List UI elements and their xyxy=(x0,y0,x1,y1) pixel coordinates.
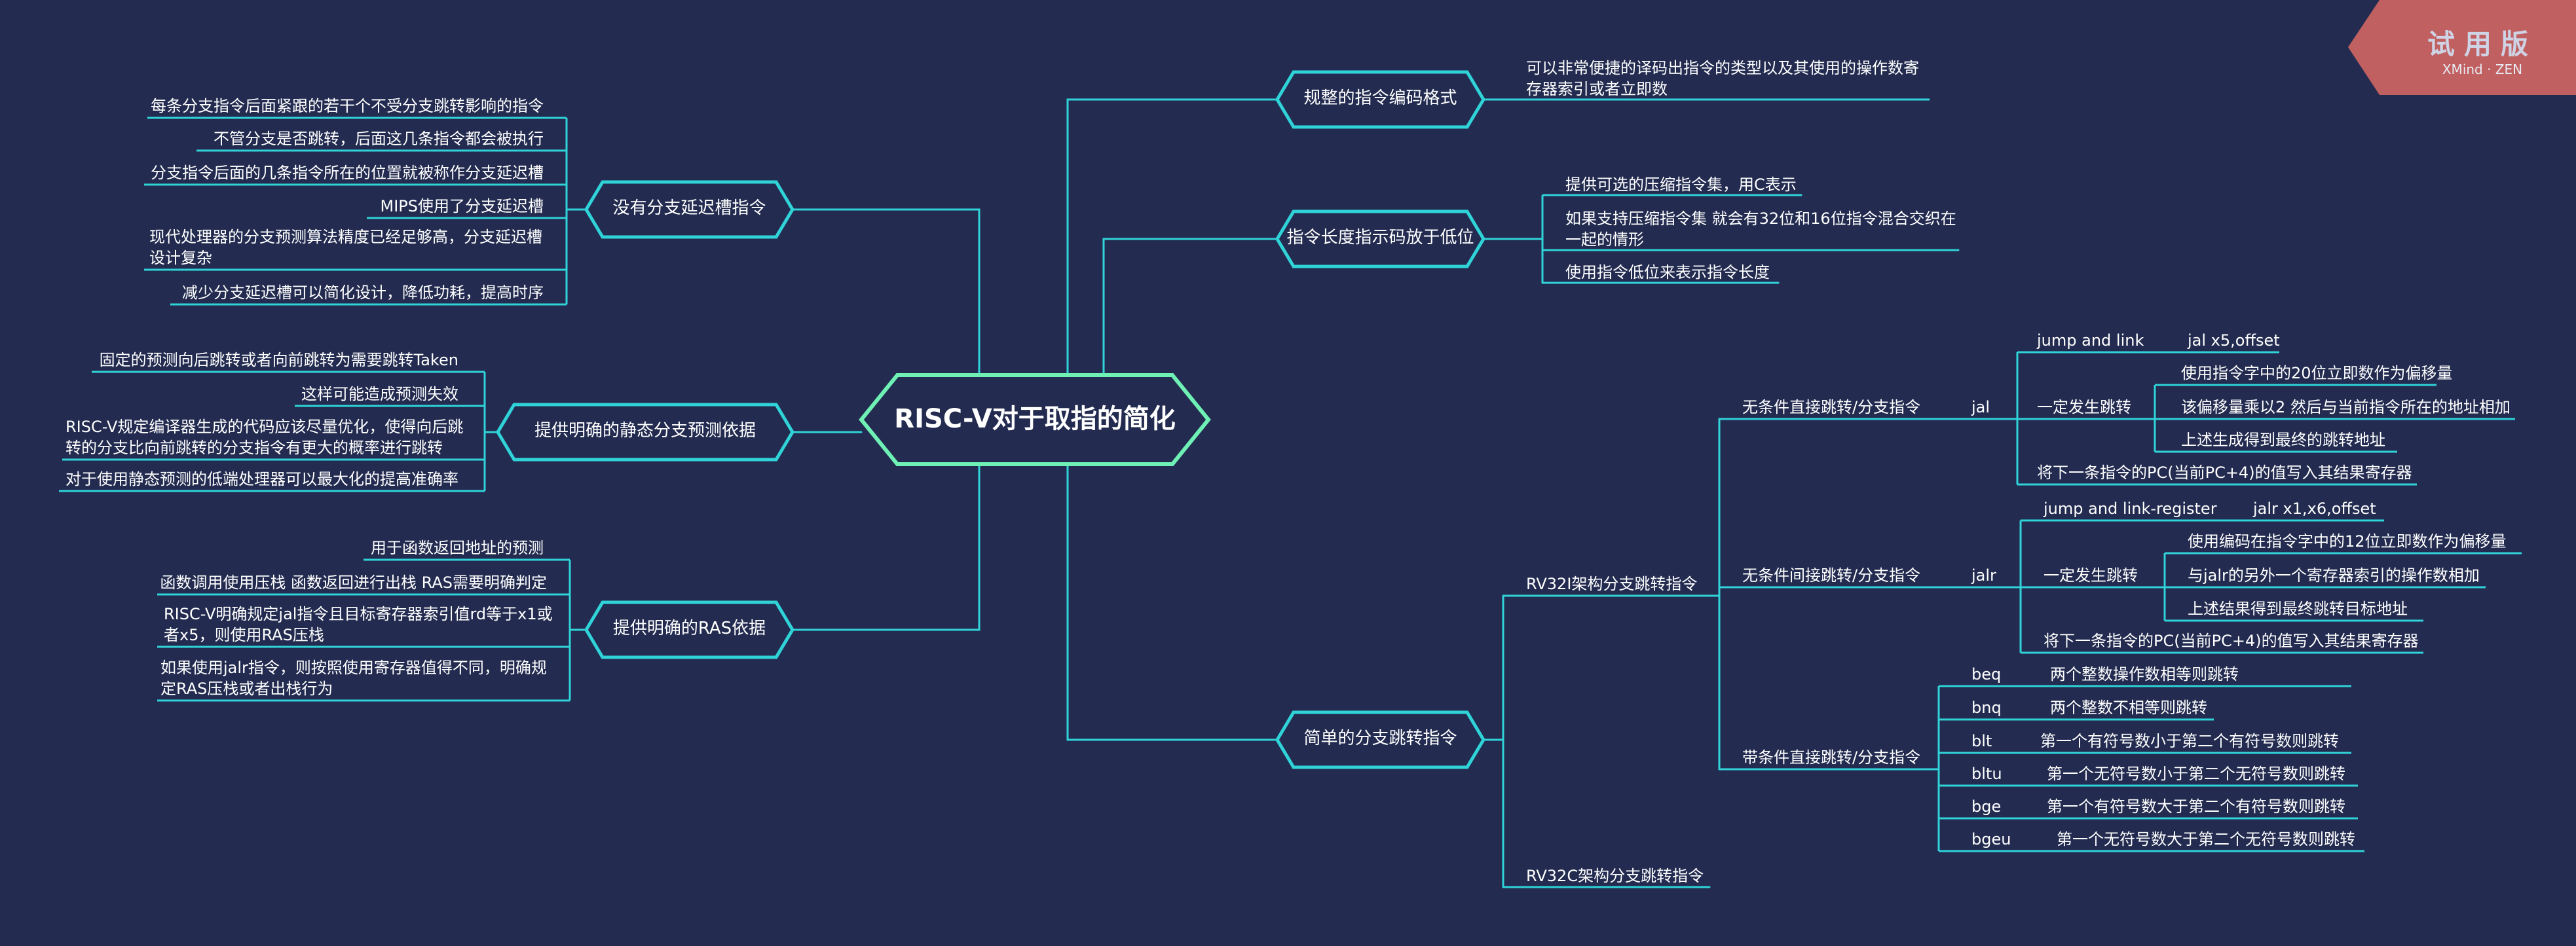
branch-op-bgeu[interactable]: bgeu xyxy=(1971,830,2011,848)
topic-simple-branch[interactable]: 简单的分支跳转指令 xyxy=(1303,729,1457,748)
format-note[interactable]: 可以非常便捷的译码出指令的类型以及其使用的操作数寄存器索引或者立即数 xyxy=(1526,59,1919,98)
jalr-node[interactable]: jalr xyxy=(1971,566,1996,585)
jalr-step-3[interactable]: 上述结果得到最终跳转目标地址 xyxy=(2188,600,2408,618)
jal-step-1[interactable]: 使用指令字中的20位立即数作为偏移量 xyxy=(2181,364,2453,382)
uncond-direct-node[interactable]: 无条件直接跳转/分支指令 xyxy=(1742,398,1921,416)
topic-no-delay[interactable]: 没有分支延迟槽指令 xyxy=(612,198,766,218)
topic-shape-length xyxy=(1275,209,1485,268)
static-note-2[interactable]: 这样可能造成预测失效 xyxy=(301,385,458,403)
jalr-step-2[interactable]: 与jalr的另外一个寄存器索引的操作数相加 xyxy=(2188,566,2480,585)
branch-desc-bnq[interactable]: 两个整数不相等则跳转 xyxy=(2050,699,2207,717)
topic-shape-static-pred xyxy=(496,403,794,462)
topic-shape-format xyxy=(1275,70,1485,129)
jal-step-3[interactable]: 上述生成得到最终的跳转地址 xyxy=(2181,431,2385,449)
ras-note-1[interactable]: 用于函数返回地址的预测 xyxy=(371,539,544,557)
uncond-indirect-node[interactable]: 无条件间接跳转/分支指令 xyxy=(1742,566,1921,585)
branch-op-bltu[interactable]: bltu xyxy=(1971,765,2002,783)
jal-link[interactable]: jump and link xyxy=(2037,331,2144,350)
jalr-link-example[interactable]: jalr x1,x6,offset xyxy=(2253,500,2376,518)
topic-format[interactable]: 规整的指令编码格式 xyxy=(1303,88,1457,108)
branch-op-bge[interactable]: bge xyxy=(1971,797,2002,816)
jal-link-example[interactable]: jal x5,offset xyxy=(2188,331,2280,350)
no-delay-note-4[interactable]: MIPS使用了分支延迟槽 xyxy=(380,197,544,215)
topic-shape-ras xyxy=(584,600,794,659)
no-delay-note-2[interactable]: 不管分支是否跳转，后面这几条指令都会被执行 xyxy=(214,130,544,148)
jalr-link[interactable]: jump and link-register xyxy=(2044,500,2217,518)
topic-shape-no-delay xyxy=(584,180,794,239)
jal-writeback[interactable]: 将下一条指令的PC(当前PC+4)的值写入其结果寄存器 xyxy=(2037,464,2412,482)
rv32i-node[interactable]: RV32I架构分支跳转指令 xyxy=(1526,575,1698,593)
jalr-writeback[interactable]: 将下一条指令的PC(当前PC+4)的值写入其结果寄存器 xyxy=(2044,632,2419,650)
branch-op-beq[interactable]: beq xyxy=(1971,665,2002,683)
cond-direct-node[interactable]: 带条件直接跳转/分支指令 xyxy=(1742,748,1921,767)
jal-step-2[interactable]: 该偏移量乘以2 然后与当前指令所在的地址相加 xyxy=(2181,398,2511,416)
ras-note-4[interactable]: 如果使用jalr指令，则按照使用寄存器值得不同，明确规定RAS压栈或者出栈行为 xyxy=(160,659,547,698)
jalr-step-1[interactable]: 使用编码在指令字中的12位立即数作为偏移量 xyxy=(2188,532,2507,551)
rv32c-node[interactable]: RV32C架构分支跳转指令 xyxy=(1526,867,1704,885)
ras-note-3[interactable]: RISC-V明确规定jal指令且目标寄存器索引值rd等于x1或者x5，则使用RA… xyxy=(164,605,553,644)
branch-op-bnq[interactable]: bnq xyxy=(1971,699,2002,717)
branch-desc-blt[interactable]: 第一个有符号数小于第二个有符号数则跳转 xyxy=(2040,732,2339,750)
static-note-4[interactable]: 对于使用静态预测的低端处理器可以最大化的提高准确率 xyxy=(65,470,458,488)
watermark-badge xyxy=(2348,0,2576,95)
topic-length[interactable]: 指令长度指示码放于低位 xyxy=(1286,228,1474,247)
branch-desc-bltu[interactable]: 第一个无符号数小于第二个无符号数则跳转 xyxy=(2047,765,2345,783)
central-topic[interactable]: RISC-V对于取指的简化 xyxy=(894,404,1176,434)
ras-note-2[interactable]: 函数调用使用压栈 函数返回进行出栈 RAS需要明确判定 xyxy=(160,573,547,592)
jal-always[interactable]: 一定发生跳转 xyxy=(2037,398,2131,416)
jal-node[interactable]: jal xyxy=(1971,398,1990,416)
length-note-2[interactable]: 如果支持压缩指令集 就会有32位和16位指令混合交织在一起的情形 xyxy=(1565,209,1956,249)
branch-desc-bgeu[interactable]: 第一个无符号数大于第二个无符号数则跳转 xyxy=(2057,830,2355,848)
no-delay-note-1[interactable]: 每条分支指令后面紧跟的若干个不受分支跳转影响的指令 xyxy=(151,97,544,115)
topic-ras[interactable]: 提供明确的RAS依据 xyxy=(612,619,766,638)
jalr-always[interactable]: 一定发生跳转 xyxy=(2044,566,2138,585)
watermark-title: 试用版 xyxy=(2427,28,2537,60)
no-delay-note-3[interactable]: 分支指令后面的几条指令所在的位置就被称作分支延迟槽 xyxy=(151,164,544,182)
static-note-1[interactable]: 固定的预测向后跳转或者向前跳转为需要跳转Taken xyxy=(99,351,458,369)
topic-static-pred[interactable]: 提供明确的静态分支预测依据 xyxy=(534,421,756,441)
branch-desc-beq[interactable]: 两个整数操作数相等则跳转 xyxy=(2050,665,2239,683)
length-note-1[interactable]: 提供可选的压缩指令集，用C表示 xyxy=(1565,175,1797,194)
branch-op-blt[interactable]: blt xyxy=(1971,732,1992,750)
branch-desc-bge[interactable]: 第一个有符号数大于第二个有符号数则跳转 xyxy=(2047,797,2345,816)
watermark-subtitle: XMind · ZEN xyxy=(2442,62,2523,77)
length-note-3[interactable]: 使用指令低位来表示指令长度 xyxy=(1565,263,1770,282)
no-delay-note-6[interactable]: 减少分支延迟槽可以简化设计，降低功耗，提高时序 xyxy=(182,283,544,302)
central-node-shape xyxy=(859,373,1211,466)
topic-shape-simple-branch xyxy=(1275,710,1485,769)
no-delay-note-5[interactable]: 现代处理器的分支预测算法精度已经足够高，分支延迟槽设计复杂 xyxy=(149,228,542,267)
static-note-3[interactable]: RISC-V规定编译器生成的代码应该尽量优化，使得向后跳转的分支比向前跳转的分支… xyxy=(65,418,464,457)
